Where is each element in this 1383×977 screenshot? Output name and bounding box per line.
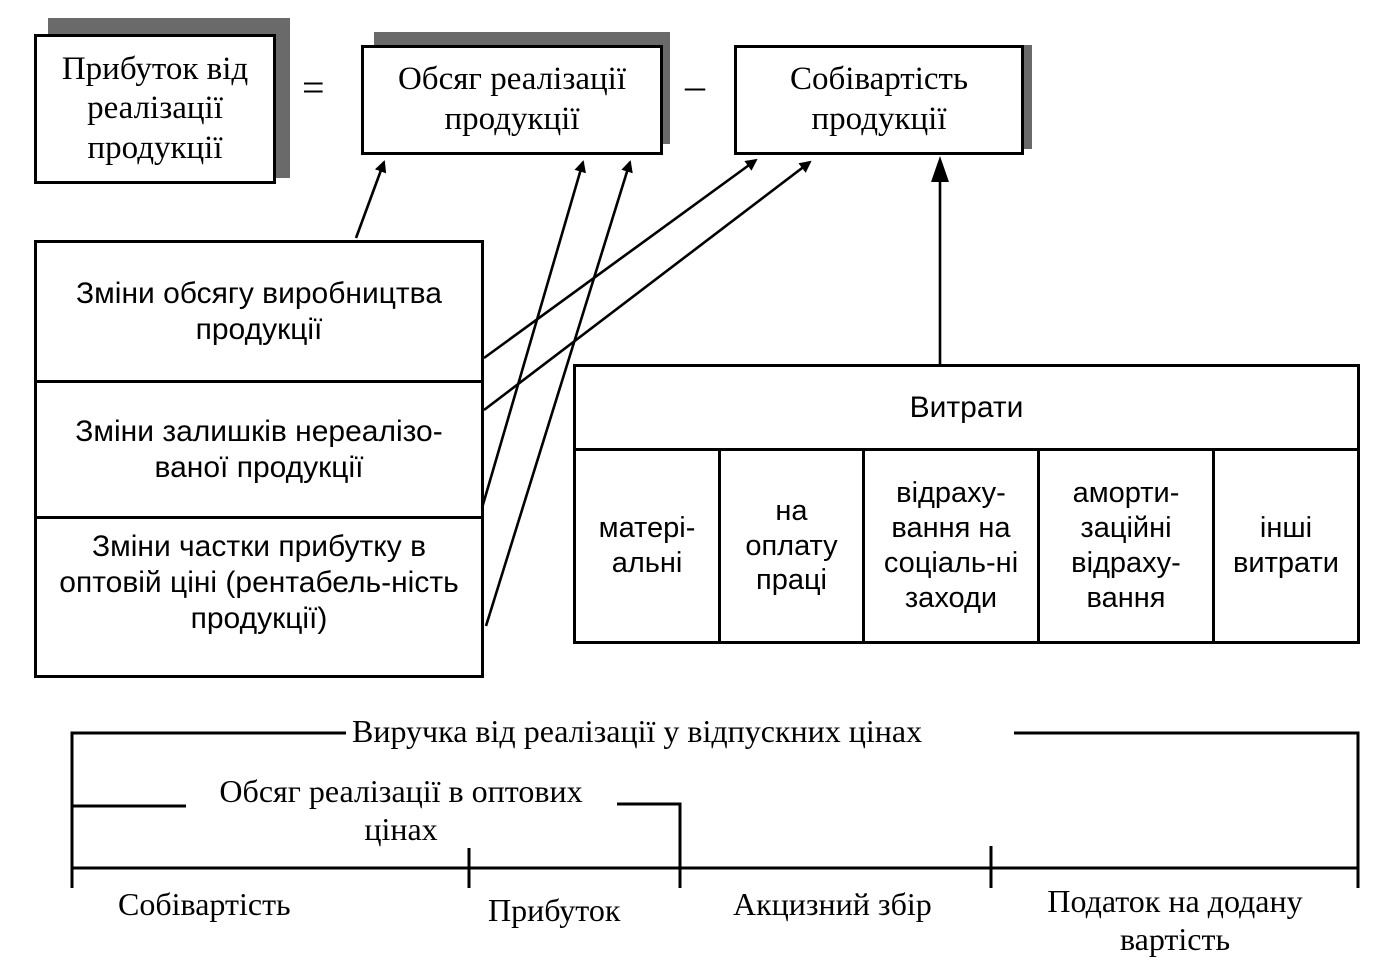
arrow-unsold-to-cost xyxy=(483,160,812,412)
segment-vat-text: Податок на додану вартість xyxy=(1047,882,1303,957)
factor-profitability: Зміни частки прибутку в оптовій ціні (ре… xyxy=(37,519,481,675)
segment-excise: Акцизний збір xyxy=(733,886,932,922)
cost-box: Собівартість продукції xyxy=(734,45,1024,155)
expense-depreciation: аморти-заційні відраху-вання xyxy=(1040,451,1215,641)
arrow-expenses-to-cost-head xyxy=(931,156,949,182)
cost-label: Собівартість продукції xyxy=(789,61,969,137)
segment-profit: Прибуток xyxy=(488,892,621,928)
expense-other-label: інші витрати xyxy=(1233,512,1339,579)
revenue-bracket-right xyxy=(1014,731,1360,868)
wholesale-label: Обсяг реалізації в оптових цінах xyxy=(186,772,616,848)
sales-volume-box: Обсяг реалізації продукції xyxy=(361,45,663,155)
factor-unsold-stock: Зміни залишків нереалізо-ваної продукції xyxy=(37,383,481,519)
expense-materials-label: матері-альні xyxy=(598,512,696,579)
revenue-label: Виручка від реалізації у відпускних ціна… xyxy=(352,713,923,749)
factors-table: Зміни обсягу виробництва продукції Зміни… xyxy=(34,240,484,678)
segment-cost: Собівартість xyxy=(118,886,291,922)
expense-wages-label: на оплату праці xyxy=(745,494,838,597)
arrow-production-to-sales xyxy=(354,160,387,239)
profit-box: Прибуток від реалізації продукції xyxy=(34,34,276,184)
wholesale-bracket-right xyxy=(617,802,682,868)
segment-vat: Податок на додану вартість xyxy=(1010,880,1340,960)
expense-wages: на оплату праці xyxy=(721,451,865,641)
equals-sign: = xyxy=(302,65,325,110)
expense-social: відраху-вання на соціаль-ні заходи xyxy=(865,451,1040,641)
expenses-title: Витрати xyxy=(576,367,1357,451)
factor-production-volume: Зміни обсягу виробництва продукції xyxy=(37,243,481,383)
arrow-unsold-to-sales xyxy=(480,160,586,509)
arrow-production-to-cost xyxy=(483,158,758,360)
sales-volume-label: Обсяг реалізації продукції xyxy=(397,61,627,137)
profit-label: Прибуток від реалізації продукції xyxy=(61,50,249,166)
arrow-profitability-to-sales xyxy=(484,160,633,627)
expenses-table: Витрати матері-альні на оплату праці від… xyxy=(573,364,1360,644)
expense-other: інші витрати xyxy=(1215,451,1357,641)
factor-unsold-stock-label: Зміни залишків нереалізо-ваної продукції xyxy=(75,414,443,484)
expense-social-label: відраху-вання на соціаль-ні заходи xyxy=(883,477,1019,614)
revenue-bracket xyxy=(70,731,346,868)
factor-profitability-label: Зміни частки прибутку в оптовій ціні (ре… xyxy=(59,530,459,635)
minus-sign: – xyxy=(685,63,705,108)
factor-production-volume-label: Зміни обсягу виробництва продукції xyxy=(76,276,442,346)
expenses-title-label: Витрати xyxy=(909,390,1024,424)
expense-materials: матері-альні xyxy=(576,451,721,641)
expense-depreciation-label: аморти-заційні відраху-вання xyxy=(1071,477,1181,614)
wholesale-label-text: Обсяг реалізації в оптових цінах xyxy=(219,772,583,847)
